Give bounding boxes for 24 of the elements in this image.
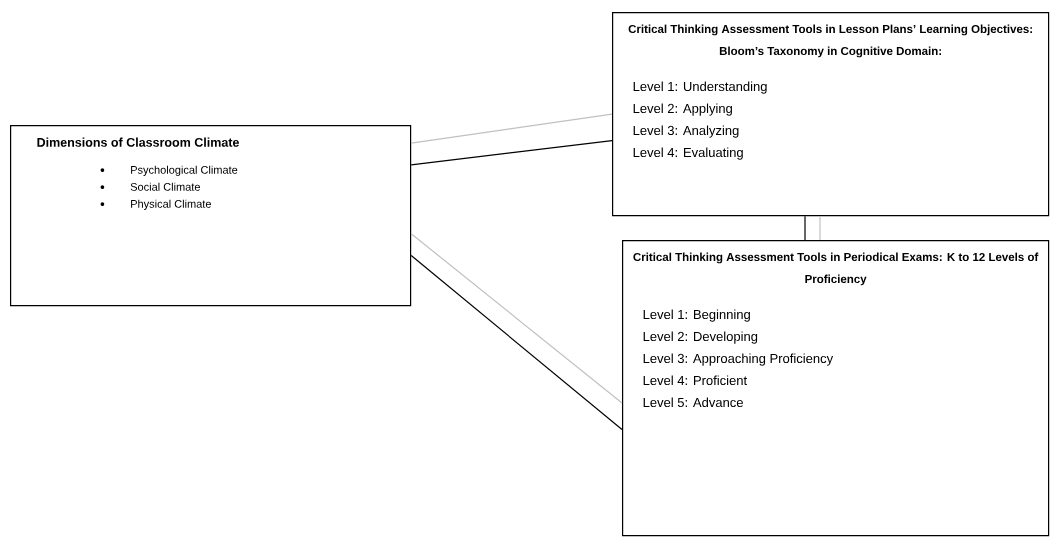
bullet-item: Psychological Climate <box>131 165 238 176</box>
level-item: Level 4: Evaluating <box>633 147 743 160</box>
connector-line <box>410 233 623 404</box>
level-item: Level 2: Developing <box>643 331 758 344</box>
connector-line <box>410 254 623 431</box>
level-item: Level 3: Approaching Proficiency <box>643 353 834 366</box>
heading: Critical Thinking Assessment Tools in Periodical Exams: K to 12 Levels of Proficiency <box>633 252 1039 286</box>
connector-line <box>410 113 613 144</box>
connector-line <box>804 215 806 241</box>
bullet-item: Physical Climate <box>131 199 211 210</box>
text-box <box>10 125 412 307</box>
level-item: Level 5: Advance <box>643 397 743 408</box>
text-box <box>622 240 1050 537</box>
level-item: Level 4: Proficient <box>643 375 748 386</box>
connector-line <box>819 215 821 241</box>
connector-line <box>410 140 613 166</box>
heading: Critical Thinking Assessment Tools in Lesson Plans’ Learning Objectives: Bloom’s Taxonomy in Cognitive Domain: <box>628 24 1032 58</box>
level-item: Level 1: Beginning <box>643 309 750 322</box>
level-item: Level 1: Understanding <box>633 81 767 94</box>
text-box <box>612 12 1050 217</box>
bullet-item: Social Climate <box>130 182 200 191</box>
level-item: Level 3: Analyzing <box>633 125 739 138</box>
level-item: Level 2: Applying <box>633 103 732 116</box>
heading: Dimensions of Classroom Climate <box>37 137 239 147</box>
